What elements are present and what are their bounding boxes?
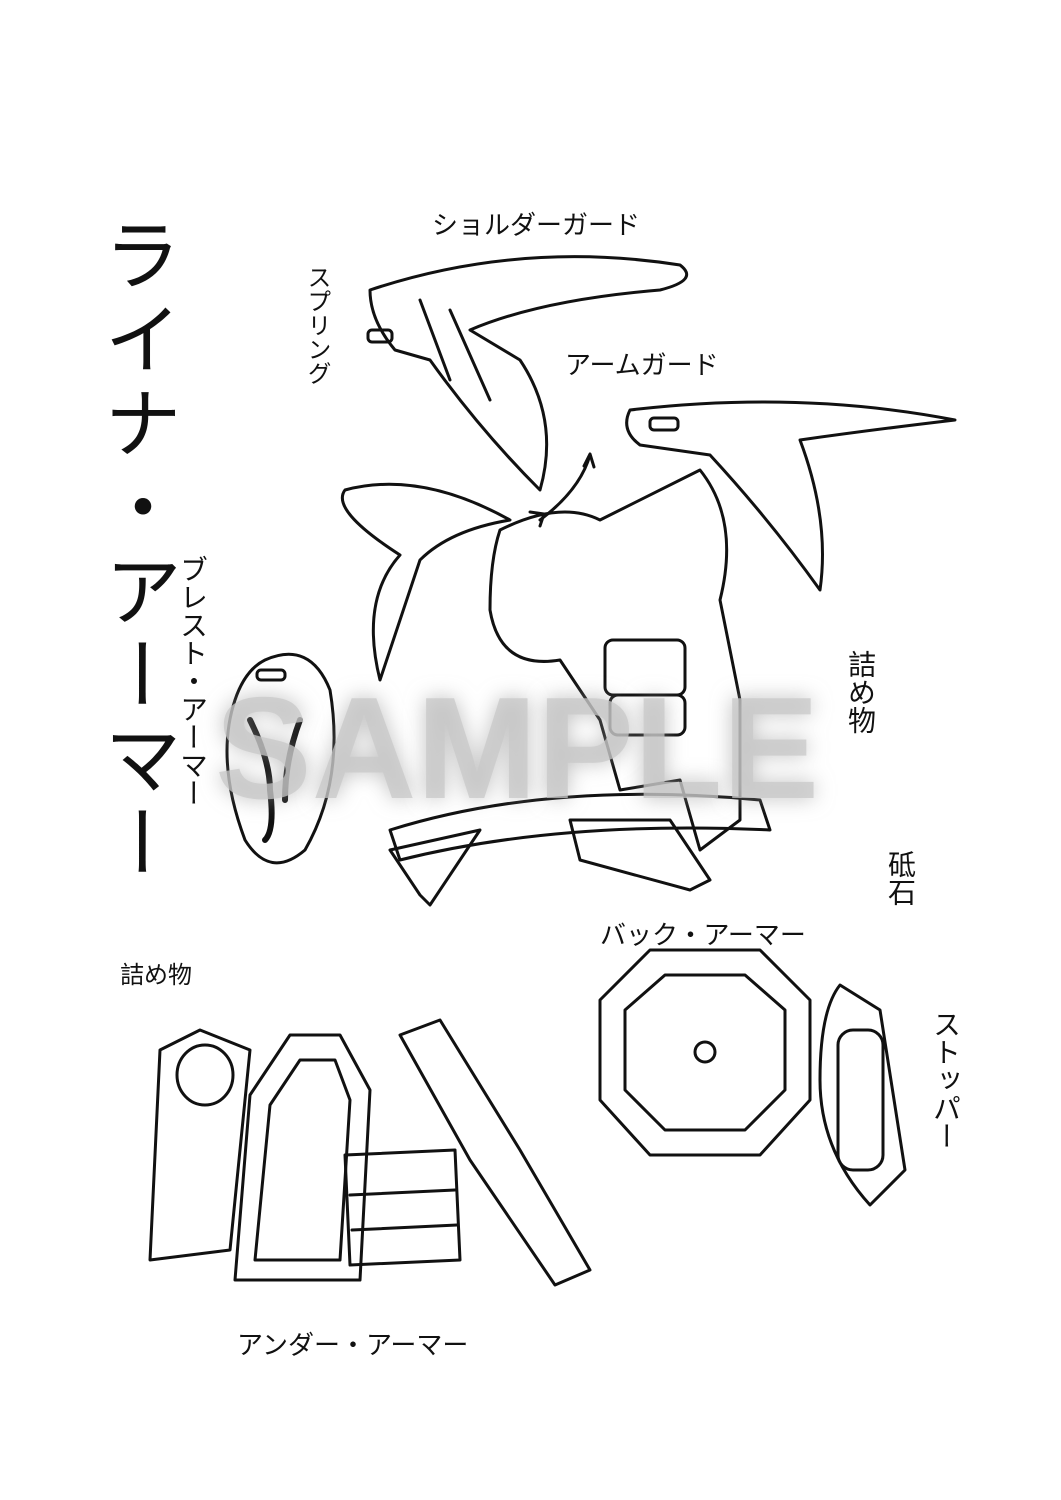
page-title: ライナ・アーマー [91, 215, 181, 887]
label-padding-right: 詰め物 [844, 650, 877, 734]
sample-watermark: SAMPLE [215, 667, 820, 829]
breast-armor-drawing [225, 652, 336, 865]
label-breast-armor: ブレスト・アーマー [176, 555, 209, 807]
label-whetstone: 砥石 [884, 850, 917, 906]
label-back-armor: バック・アーマー [600, 921, 806, 951]
label-padding-left: 詰め物 [120, 961, 192, 989]
under-armor-drawing [148, 1018, 592, 1287]
label-spring: スプリング [303, 265, 331, 385]
label-arm-guard: アームガード [565, 351, 719, 381]
torso-harness-drawing [340, 400, 957, 907]
back-armor-drawing [598, 948, 907, 1207]
label-under-armor: アンダー・アーマー [237, 1331, 469, 1361]
label-shoulder-guard: ショルダーガード [432, 211, 641, 241]
label-stopper: ストッパー [929, 1010, 962, 1150]
shoulder-guard-drawing [366, 255, 689, 492]
